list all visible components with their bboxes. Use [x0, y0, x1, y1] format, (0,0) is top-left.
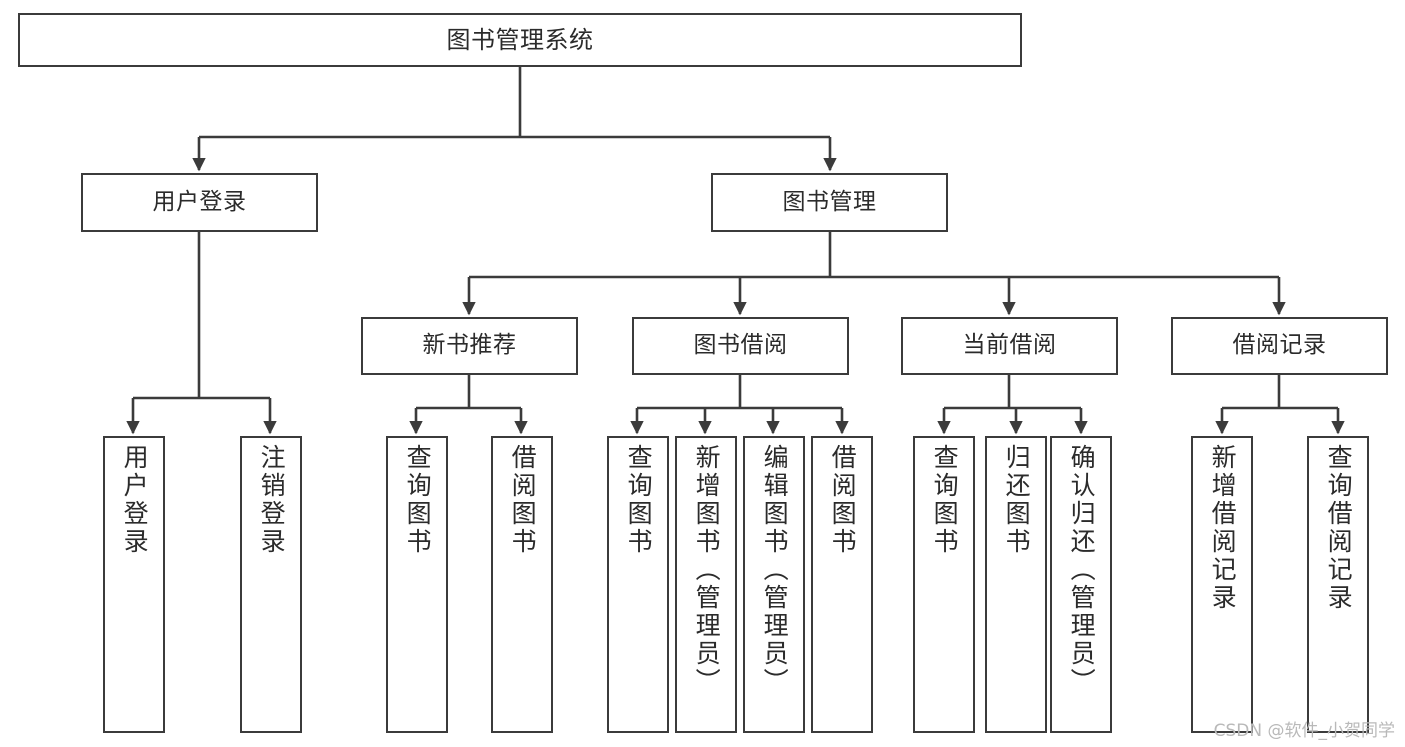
node-root-system[interactable]: 图书管理系统: [18, 13, 1022, 67]
node-borrow-record[interactable]: 借阅记录: [1171, 317, 1388, 375]
node-new-book-recommend-label: 新书推荐: [422, 332, 517, 359]
node-user-login[interactable]: 用户登录: [81, 173, 318, 232]
node-leaf-confirm-return-label: 确认归还（管理员）: [1067, 444, 1097, 696]
node-leaf-query-book-2[interactable]: 查询图书: [607, 436, 669, 733]
node-leaf-add-record[interactable]: 新增借阅记录: [1191, 436, 1253, 733]
node-current-borrow-label: 当前借阅: [962, 332, 1057, 359]
node-leaf-borrow-book-2-label: 借阅图书: [828, 444, 858, 556]
node-leaf-borrow-book-2[interactable]: 借阅图书: [811, 436, 873, 733]
node-leaf-query-book-1[interactable]: 查询图书: [386, 436, 448, 733]
node-leaf-query-book-3-label: 查询图书: [930, 444, 960, 556]
node-user-login-label: 用户登录: [152, 188, 247, 215]
node-root-system-label: 图书管理系统: [446, 25, 594, 54]
node-leaf-return-book[interactable]: 归还图书: [985, 436, 1047, 733]
node-leaf-query-book-2-label: 查询图书: [624, 444, 654, 556]
node-current-borrow[interactable]: 当前借阅: [901, 317, 1118, 375]
node-leaf-edit-book-label: 编辑图书（管理员）: [760, 444, 790, 696]
node-leaf-add-book[interactable]: 新增图书（管理员）: [675, 436, 737, 733]
node-leaf-edit-book[interactable]: 编辑图书（管理员）: [743, 436, 805, 733]
node-leaf-add-record-label: 新增借阅记录: [1208, 444, 1238, 612]
node-leaf-borrow-book-1[interactable]: 借阅图书: [491, 436, 553, 733]
node-book-borrow-label: 图书借阅: [693, 332, 788, 359]
node-book-borrow[interactable]: 图书借阅: [632, 317, 849, 375]
node-borrow-record-label: 借阅记录: [1232, 332, 1327, 359]
node-book-manage[interactable]: 图书管理: [711, 173, 948, 232]
node-leaf-query-book-3[interactable]: 查询图书: [913, 436, 975, 733]
node-leaf-query-record[interactable]: 查询借阅记录: [1307, 436, 1369, 733]
node-leaf-borrow-book-1-label: 借阅图书: [508, 444, 538, 556]
node-leaf-query-book-1-label: 查询图书: [403, 444, 433, 556]
node-leaf-add-book-label: 新增图书（管理员）: [692, 444, 722, 696]
node-leaf-user-logout[interactable]: 注销登录: [240, 436, 302, 733]
node-leaf-confirm-return[interactable]: 确认归还（管理员）: [1050, 436, 1112, 733]
node-new-book-recommend[interactable]: 新书推荐: [361, 317, 578, 375]
node-leaf-user-logout-label: 注销登录: [257, 444, 287, 556]
node-leaf-user-login[interactable]: 用户登录: [103, 436, 165, 733]
node-book-manage-label: 图书管理: [782, 188, 877, 215]
node-leaf-return-book-label: 归还图书: [1002, 444, 1032, 556]
node-leaf-user-login-label: 用户登录: [120, 444, 150, 556]
node-leaf-query-record-label: 查询借阅记录: [1324, 444, 1354, 612]
